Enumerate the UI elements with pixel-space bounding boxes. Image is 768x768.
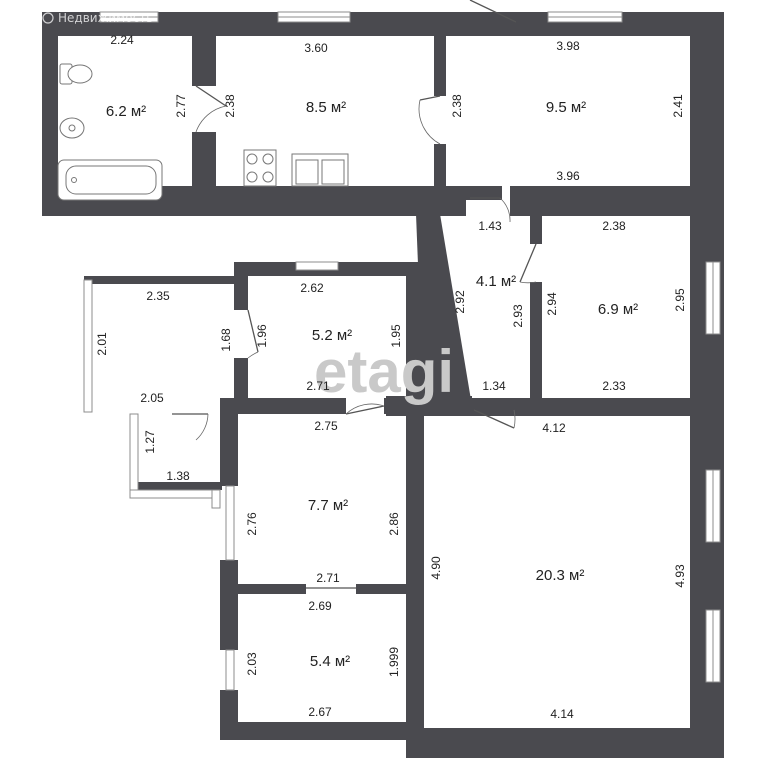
dim-balc-left: 2.01 [95, 332, 109, 356]
dim-r54-bottom: 2.67 [308, 705, 332, 719]
dim-r203-top: 4.12 [542, 421, 566, 435]
dim-kitchen-left: 2.38 [223, 94, 237, 118]
dim-r54-top: 2.69 [308, 599, 332, 613]
dim-kitchen-top: 3.60 [304, 41, 328, 55]
dim-r95-top: 3.98 [556, 39, 580, 53]
doors [172, 0, 537, 589]
dim-hall-left: 1.27 [143, 430, 157, 454]
window-southwest-left [225, 649, 235, 691]
dim-r77-right: 2.86 [387, 512, 401, 536]
window-west-left [225, 485, 235, 561]
window-bathroom-top [99, 11, 159, 23]
area-room-center: 5.2 м² [312, 327, 352, 344]
door-kitchen [418, 95, 441, 145]
dim-balc-top: 2.35 [146, 289, 170, 303]
source-mark: Недвижимость [42, 11, 153, 25]
dim-bath-right: 2.77 [174, 94, 188, 118]
dim-balc-right: 1.68 [219, 328, 233, 352]
dim-r69-right: 2.95 [673, 288, 687, 312]
toilet-icon [59, 63, 93, 85]
dim-r77-left: 2.76 [245, 512, 259, 536]
window-large-2 [705, 609, 721, 683]
dim-hall-bottom: 1.38 [166, 469, 190, 483]
dim-r69-bottom: 2.33 [602, 379, 626, 393]
sink-icon [291, 153, 349, 187]
window-room-east [705, 261, 721, 335]
area-bathroom: 6.2 м² [106, 103, 146, 120]
area-room-large: 20.3 м² [536, 567, 585, 584]
dim-corr-bottom: 1.34 [482, 379, 506, 393]
washbasin-icon [59, 117, 85, 139]
fixtures [57, 63, 349, 201]
stove-icon [243, 149, 277, 187]
dim-balc-bottom: 2.05 [140, 391, 164, 405]
balcony-glazing [83, 279, 221, 509]
dim-corr-right: 2.93 [511, 304, 525, 328]
dim-r95-bottom: 3.96 [556, 169, 580, 183]
area-kitchen: 8.5 м² [306, 99, 346, 116]
bathtub-icon [57, 159, 163, 201]
dim-r95-left: 2.38 [450, 94, 464, 118]
door-room-east [519, 243, 537, 284]
area-room-east: 6.9 м² [598, 301, 638, 318]
windows [83, 11, 721, 691]
door-balcony [172, 413, 209, 441]
window-center-top [295, 261, 339, 271]
door-room-center [247, 309, 259, 359]
dim-r52-bottom: 2.71 [306, 379, 330, 393]
door-room-large [473, 409, 516, 429]
dim-r54-left: 2.03 [245, 652, 259, 676]
door-bathroom [195, 85, 227, 133]
dim-r52-right: 1.95 [389, 324, 403, 348]
door-corridor-top [470, 197, 511, 223]
dim-r203-left: 4.90 [429, 556, 443, 580]
dimension-labels: 2.24 2.77 3.60 2.38 3.98 3.96 2.38 2.41 … [95, 33, 687, 721]
area-room-top-right: 9.5 м² [546, 99, 586, 116]
dim-bath-top: 2.24 [110, 33, 134, 47]
area-room-west: 7.7 м² [308, 497, 348, 514]
dim-r77-bottom: 2.71 [316, 571, 340, 585]
window-kitchen-top [277, 11, 351, 23]
walls [42, 12, 724, 758]
dim-r54-right: 1.999 [387, 647, 401, 677]
area-corridor-small: 4.1 м² [476, 273, 516, 290]
dim-r77-top: 2.75 [314, 419, 338, 433]
dim-corr-top: 1.43 [478, 219, 502, 233]
dim-r69-left: 2.94 [545, 292, 559, 316]
watermark: etagi [314, 338, 454, 405]
dim-r203-right: 4.93 [673, 564, 687, 588]
dim-r69-top: 2.38 [602, 219, 626, 233]
dim-r52-top: 2.62 [300, 281, 324, 295]
dim-r95-right: 2.41 [671, 94, 685, 118]
svg-text:Недвижимость: Недвижимость [58, 11, 153, 25]
dim-r52-left: 1.96 [255, 324, 269, 348]
dim-corr-left: 2.92 [453, 290, 467, 314]
area-labels: 6.2 м² 8.5 м² 9.5 м² 4.1 м² 6.9 м² 5.2 м… [106, 99, 638, 670]
area-room-southwest: 5.4 м² [310, 653, 350, 670]
door-room-west [345, 403, 385, 415]
dim-r203-bottom: 4.14 [550, 707, 574, 721]
window-large-1 [705, 469, 721, 543]
door-entrance [469, 0, 517, 23]
window-room-top-right [547, 11, 623, 23]
